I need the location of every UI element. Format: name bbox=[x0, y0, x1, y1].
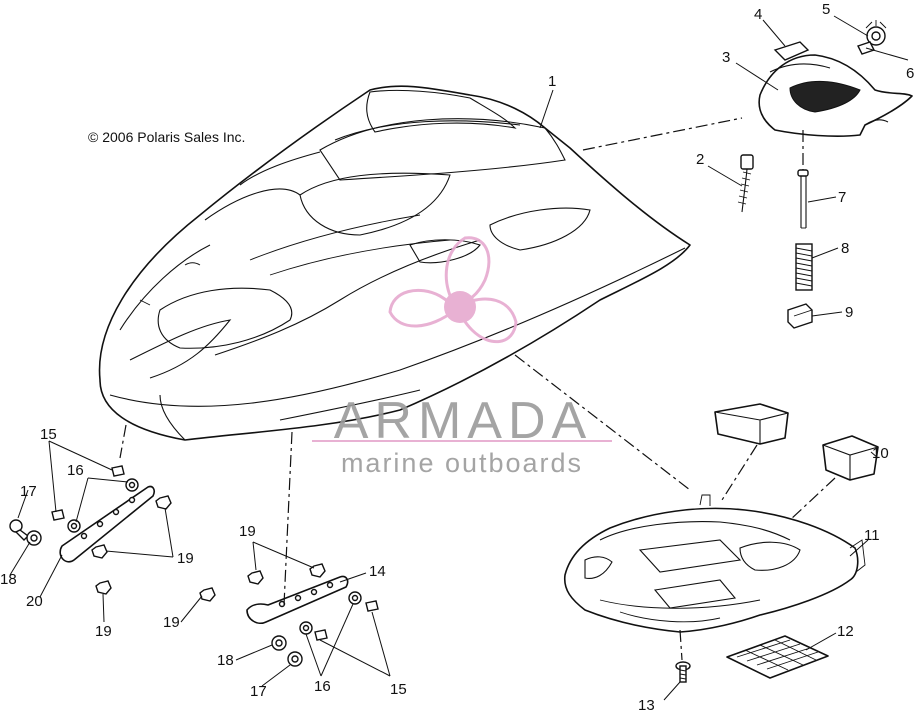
callout-19-right-b: 19 bbox=[163, 614, 180, 631]
gauge-bezel-part-3 bbox=[758, 54, 913, 137]
spring-part-8 bbox=[795, 243, 813, 291]
callout-17-left: 17 bbox=[20, 483, 37, 500]
hardware-left bbox=[9, 465, 172, 595]
bracket-part-14 bbox=[246, 575, 349, 625]
bolt-part-13 bbox=[675, 661, 691, 683]
callout-20: 20 bbox=[26, 593, 43, 610]
foam-block-part-10a bbox=[714, 403, 789, 445]
callout-14: 14 bbox=[369, 563, 386, 580]
callout-15-left: 15 bbox=[40, 426, 57, 443]
hood-liner-part-11 bbox=[563, 494, 866, 633]
cable-part-2 bbox=[737, 154, 754, 213]
watermark-tagline: marine outboards bbox=[341, 448, 583, 478]
hardware-right bbox=[199, 563, 379, 667]
callout-7: 7 bbox=[838, 189, 846, 206]
knob-part-9 bbox=[787, 303, 813, 329]
foam-block-part-10b bbox=[822, 435, 879, 481]
callout-5: 5 bbox=[822, 1, 830, 18]
callout-10: 10 bbox=[872, 445, 889, 462]
bulb-socket-part-5 bbox=[865, 20, 887, 46]
vent-screen-part-12 bbox=[726, 635, 829, 679]
bracket-part-20 bbox=[59, 485, 155, 563]
callout-16-right: 16 bbox=[314, 678, 331, 695]
propeller-logo-icon bbox=[388, 236, 518, 344]
callout-11: 11 bbox=[864, 527, 880, 544]
callout-6: 6 bbox=[906, 65, 914, 82]
callout-19-right-a: 19 bbox=[239, 523, 256, 540]
callout-8: 8 bbox=[841, 240, 849, 257]
callout-19-left-a: 19 bbox=[177, 550, 194, 567]
copyright-notice: © 2006 Polaris Sales Inc. bbox=[88, 129, 245, 145]
callout-16-left: 16 bbox=[67, 462, 84, 479]
callout-2: 2 bbox=[696, 151, 704, 168]
callout-4: 4 bbox=[754, 6, 762, 23]
callout-3: 3 bbox=[722, 49, 730, 66]
rod-part-7 bbox=[797, 169, 809, 229]
callout-13: 13 bbox=[638, 697, 655, 712]
callout-18-left: 18 bbox=[0, 571, 17, 588]
leader-lines bbox=[9, 15, 909, 701]
hood-part-1 bbox=[98, 85, 691, 441]
watermark: ARMADA marine outboards bbox=[312, 236, 612, 478]
callout-1: 1 bbox=[548, 73, 556, 90]
alignment-lines bbox=[119, 117, 836, 661]
callout-18-right: 18 bbox=[217, 652, 234, 669]
callout-12: 12 bbox=[837, 623, 854, 640]
retainer-part-4 bbox=[773, 41, 810, 61]
callout-9: 9 bbox=[845, 304, 853, 321]
callout-17-right: 17 bbox=[250, 683, 267, 700]
callout-15-right: 15 bbox=[390, 681, 407, 698]
callout-19-left-b: 19 bbox=[95, 623, 112, 640]
